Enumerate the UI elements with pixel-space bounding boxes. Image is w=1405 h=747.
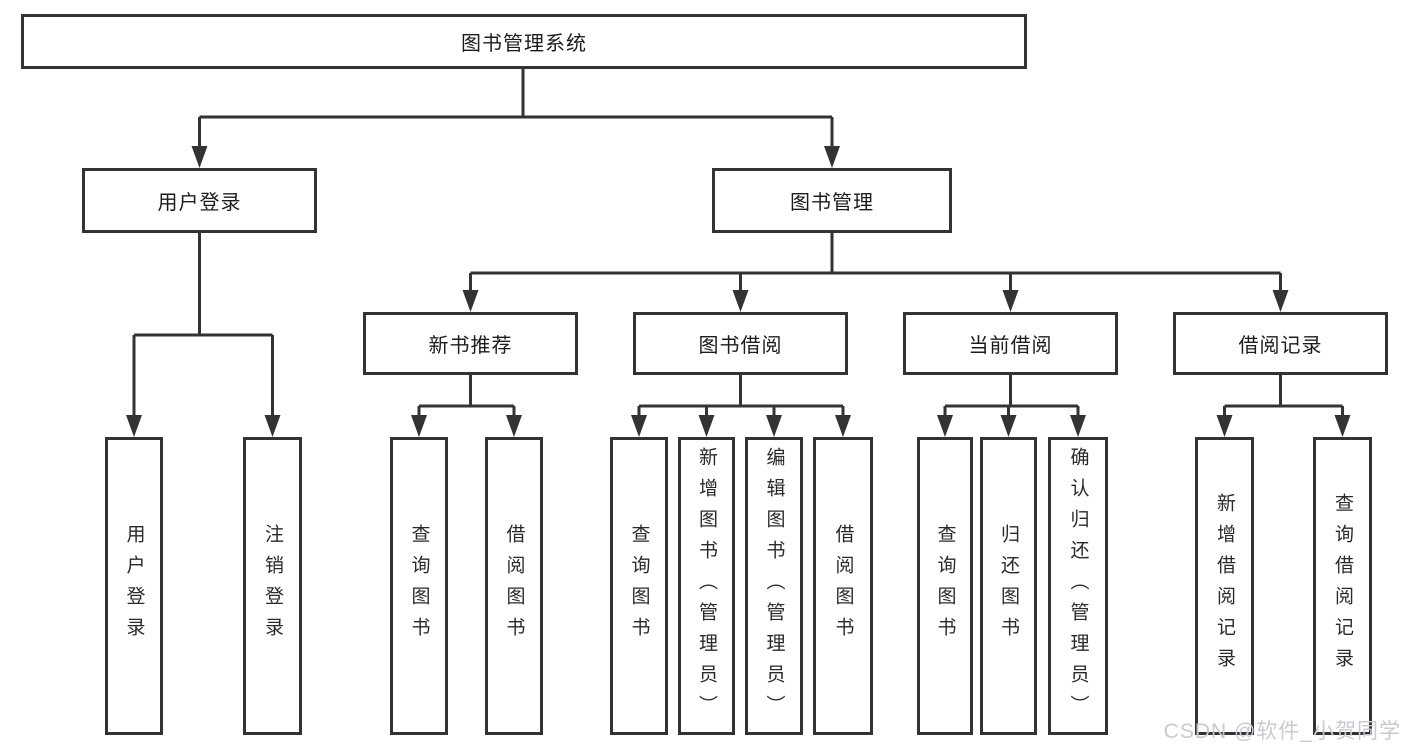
leaf-borrow-books-borrow: 借阅图书 bbox=[813, 437, 873, 735]
arrow-down-icon bbox=[937, 415, 953, 437]
leaf-add-borrow-record: 新增借阅记录 bbox=[1195, 437, 1254, 735]
leaf-label: 注销登录 bbox=[262, 524, 283, 648]
leaf-return-book: 归还图书 bbox=[980, 437, 1037, 735]
leaf-query-books-borrow: 查询图书 bbox=[610, 437, 668, 735]
node-new-book-recommend: 新书推荐 bbox=[363, 312, 578, 375]
node-book-management: 图书管理 bbox=[712, 168, 952, 233]
leaf-label: 查询图书 bbox=[408, 524, 430, 648]
leaf-user-login: 用户登录 bbox=[105, 437, 163, 735]
arrow-down-icon bbox=[1216, 415, 1233, 437]
connector-path-borrow bbox=[637, 375, 845, 419]
arrow-down-icon bbox=[506, 415, 522, 437]
watermark: CSDN @软件_小贺同学 bbox=[1163, 720, 1401, 743]
node-user-login: 用户登录 bbox=[82, 168, 317, 233]
connector-path-bookmgmt bbox=[469, 233, 1282, 294]
leaf-borrow-books-recommend: 借阅图书 bbox=[485, 437, 543, 735]
leaf-logout: 注销登录 bbox=[243, 437, 302, 735]
leaf-label: 新增借阅记录 bbox=[1214, 493, 1235, 679]
node-borrowing-records: 借阅记录 bbox=[1173, 312, 1388, 375]
arrow-down-icon bbox=[732, 290, 749, 312]
node-current-borrowing: 当前借阅 bbox=[903, 312, 1118, 375]
arrow-down-icon bbox=[264, 415, 281, 437]
leaf-label: 查询借阅记录 bbox=[1332, 493, 1353, 679]
leaf-label: 编辑图书（管理员） bbox=[763, 446, 785, 726]
arrow-down-icon bbox=[824, 146, 840, 168]
leaf-query-books-current: 查询图书 bbox=[917, 437, 973, 735]
leaf-label: 查询图书 bbox=[934, 524, 956, 648]
leaf-edit-book-admin: 编辑图书（管理员） bbox=[745, 437, 803, 735]
leaf-label: 查询图书 bbox=[628, 524, 650, 648]
connector-path-recommend bbox=[417, 375, 516, 419]
leaf-label: 归还图书 bbox=[998, 524, 1019, 648]
arrow-down-icon bbox=[1002, 290, 1019, 312]
arrow-down-icon bbox=[766, 415, 782, 437]
arrow-down-icon bbox=[631, 415, 647, 437]
arrow-down-icon bbox=[462, 290, 479, 312]
leaf-label: 借阅图书 bbox=[503, 524, 525, 648]
arrow-down-icon bbox=[1334, 415, 1351, 437]
leaf-label: 借阅图书 bbox=[832, 524, 854, 648]
arrow-down-icon bbox=[1000, 415, 1017, 437]
leaf-query-books-recommend: 查询图书 bbox=[390, 437, 448, 735]
arrow-down-icon bbox=[411, 415, 427, 437]
arrow-down-icon bbox=[1070, 415, 1086, 437]
connector-path-current bbox=[943, 375, 1080, 419]
leaf-add-book-admin: 新增图书（管理员） bbox=[678, 437, 735, 735]
arrow-down-icon bbox=[191, 146, 208, 168]
arrow-down-icon bbox=[835, 415, 851, 437]
node-library-management-system: 图书管理系统 bbox=[21, 14, 1027, 69]
leaf-label: 新增图书（管理员） bbox=[696, 446, 717, 726]
connector-path-userlogin bbox=[132, 233, 274, 419]
node-book-borrowing: 图书借阅 bbox=[633, 312, 848, 375]
arrow-down-icon bbox=[698, 415, 715, 437]
leaf-label: 确认归还（管理员） bbox=[1067, 446, 1089, 726]
leaf-query-borrow-record: 查询借阅记录 bbox=[1313, 437, 1372, 735]
arrow-down-icon bbox=[126, 415, 142, 437]
leaf-label: 用户登录 bbox=[123, 524, 145, 648]
connector-path-record bbox=[1223, 375, 1344, 419]
leaf-confirm-return-admin: 确认归还（管理员） bbox=[1048, 437, 1108, 735]
connector-path-level1 bbox=[198, 69, 834, 150]
arrowheads bbox=[126, 146, 1351, 437]
arrow-down-icon bbox=[1272, 290, 1289, 312]
